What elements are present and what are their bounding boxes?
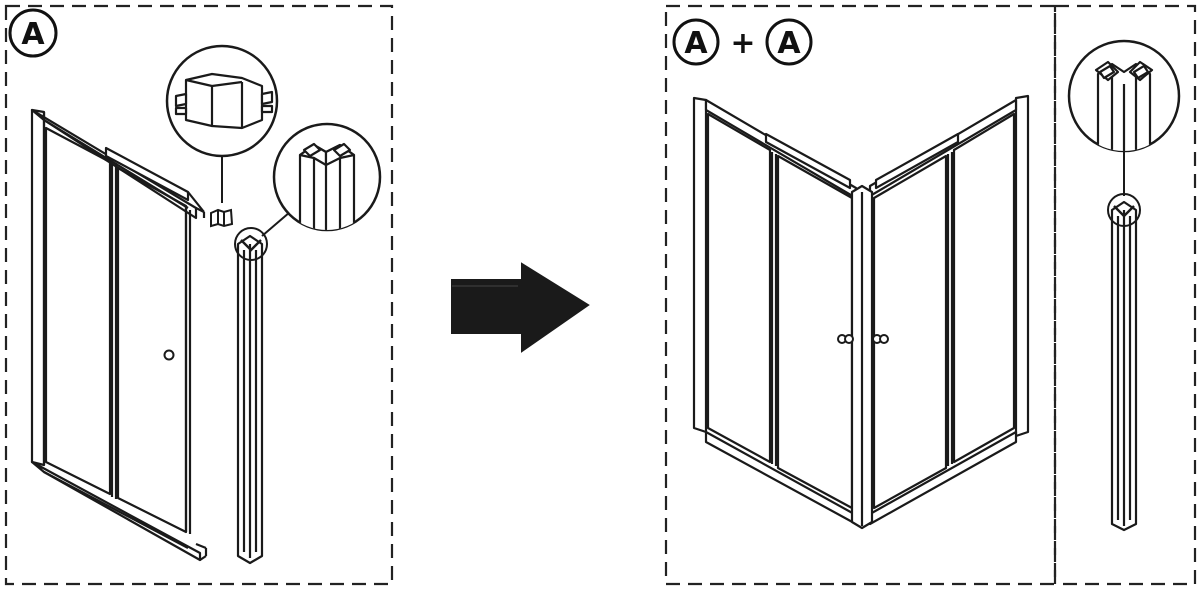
right-step-panel: A + A (664, 4, 1197, 586)
step-badge-a-label: A (21, 17, 45, 52)
corner-shower-enclosure (692, 94, 1030, 530)
door-handle-knob (163, 349, 175, 361)
combined-badge-first-label: A (684, 26, 708, 61)
sliding-door-panel (30, 108, 208, 562)
post-leader-line (261, 211, 291, 237)
corner-post-top-highlight (234, 227, 268, 261)
combined-badge-second-label: A (777, 26, 801, 61)
left-panel-dashed-frame (4, 4, 394, 586)
corner-post (236, 234, 264, 565)
combined-badge: A + A (672, 18, 813, 66)
enclosure-door-handles (837, 334, 889, 344)
connector-detail-lens (165, 44, 279, 158)
post-top-detail-lens (272, 122, 382, 232)
step-badge-a: A (8, 8, 58, 58)
right-arrow-icon (451, 262, 590, 353)
corner-connector-piece (210, 208, 234, 228)
combined-badge-plus: + (730, 26, 755, 61)
detail-post-top-highlight (1107, 193, 1141, 227)
detail-panel-dashed-frame (1053, 4, 1197, 586)
left-step-panel: A (4, 4, 394, 586)
detail-corner-post (1110, 200, 1138, 532)
detail-lens (1067, 39, 1181, 153)
